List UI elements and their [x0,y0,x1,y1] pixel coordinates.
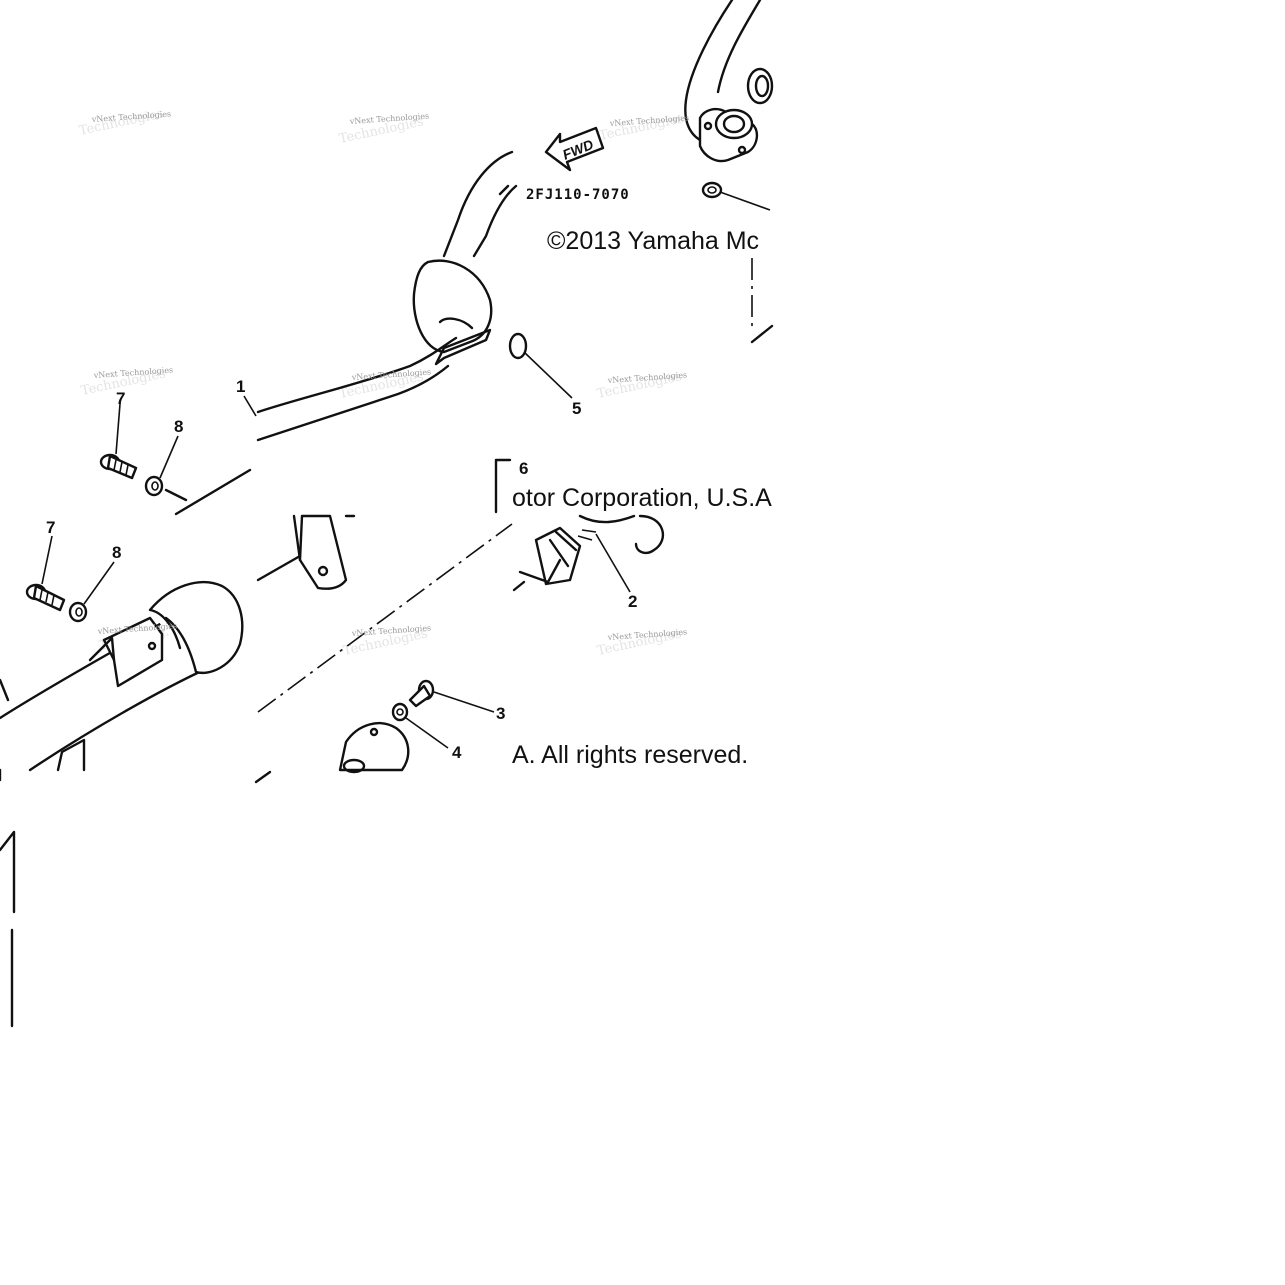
callout-1: 1 [236,377,245,396]
muffler [0,581,244,782]
callouts: 1 2 3 4 5 6 7 8 7 8 [46,377,637,762]
bolt-7-lower [25,535,66,612]
copyright-line-2: otor Corporation, U.S.A [512,484,772,512]
callout-2: 2 [628,592,637,611]
callout-7-upper: 7 [116,389,125,408]
callout-8-lower: 8 [112,543,121,562]
exhaust-pipe-upper [684,0,774,344]
spark-arrester [494,458,665,593]
copyright-line-3: A. All rights reserved. [512,741,749,769]
fwd-arrow: FWD [544,126,605,172]
callout-4: 4 [452,743,462,762]
washer-8-lower [68,561,115,623]
screw-3 [408,679,495,713]
washer-4 [391,702,449,749]
bolt-7-upper [99,403,138,480]
washer-8-upper [144,435,252,516]
callout-3: 3 [496,704,505,723]
tailpipe [254,514,513,784]
callout-6: 6 [519,459,528,478]
callout-8-upper: 8 [174,417,183,436]
callout-5: 5 [572,399,581,418]
exhaust-pipe-middle [256,150,573,442]
callout-7-lower: 7 [46,518,55,537]
copyright-line-1: ©2013 Yamaha Mc [547,227,760,255]
part-code: 2FJ110-7070 [526,187,630,203]
edge-fragment [0,830,16,1028]
